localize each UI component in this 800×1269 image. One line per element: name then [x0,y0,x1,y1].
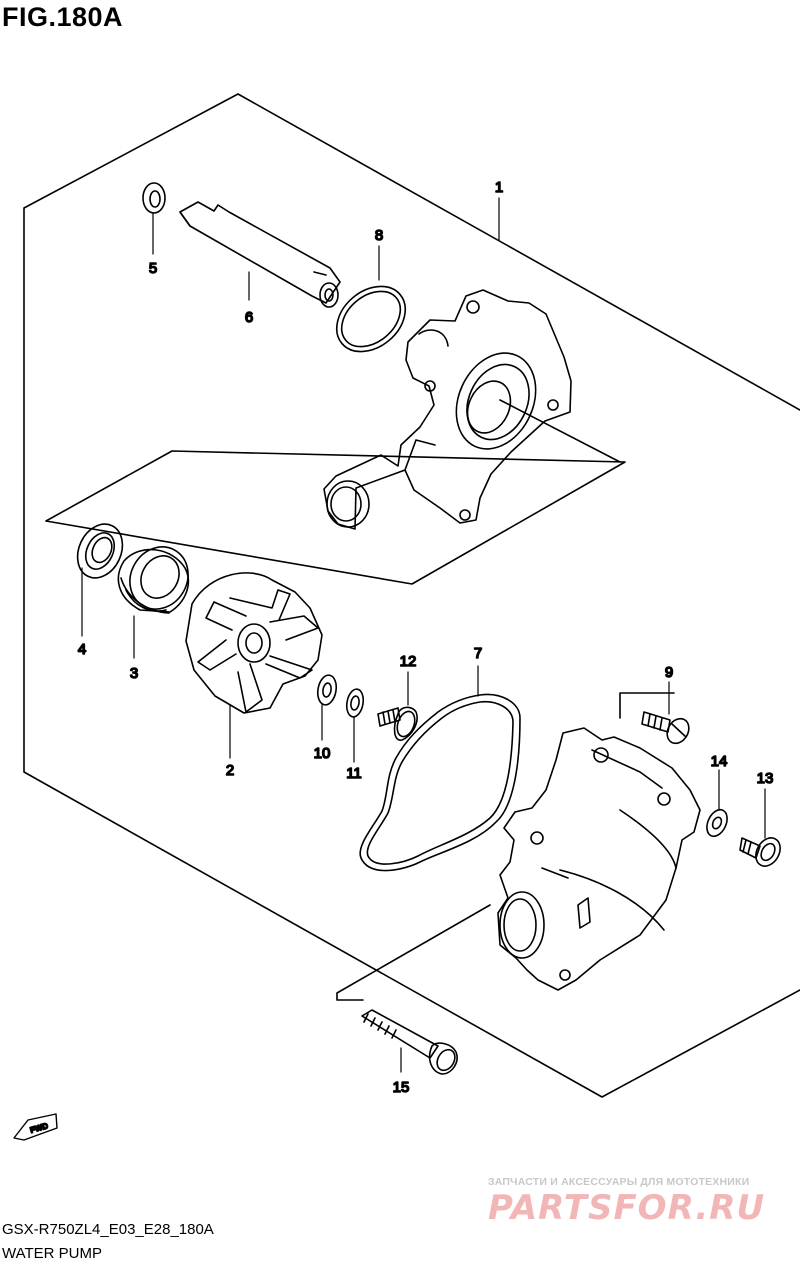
bolt-part-12 [377,706,418,741]
bolt-part-15 [361,1009,458,1075]
washer-part-11 [345,688,365,718]
part-label-5: 5 [149,260,157,277]
part-label-13: 13 [757,770,774,787]
part-label-15: 15 [393,1079,410,1096]
bolt-part-9 [641,711,690,745]
part-label-14: 14 [711,753,728,770]
part-label-9: 9 [665,664,673,681]
part-label-11: 11 [346,765,362,782]
housing-group-outline [45,450,626,585]
part-label-4: 4 [78,641,86,658]
gasket-part-7-inner [366,700,514,865]
mechanical-seal-part-3 [117,546,190,614]
pump-cover [497,727,701,991]
part-label-8: 8 [375,227,383,244]
bolt-part-13 [739,837,781,867]
assembly-outline [23,93,800,1098]
watermark-tagline: ЗАПЧАСТИ И АКСЕССУАРЫ ДЛЯ МОТОТЕХНИКИ [488,1176,750,1188]
assembly-name: WATER PUMP [2,1245,102,1262]
part-label-7: 7 [474,645,482,662]
impeller-part-2 [185,572,323,714]
part-label-1: 1 [495,179,503,196]
part-label-10: 10 [314,745,331,762]
washer-part-14 [706,808,728,838]
part-label-2: 2 [226,762,234,779]
gasket-part-7 [359,693,521,872]
o-ring-part-8 [335,285,407,353]
part-label-12: 12 [400,653,417,670]
part-label-3: 3 [130,665,138,682]
washer-part-5 [142,182,166,214]
washer-part-10 [316,674,338,706]
leader-lines [81,197,766,1073]
oil-seal-part-4 [76,523,124,579]
watermark-logo: PARTSFOR.RU [488,1188,766,1228]
figure-title: FIG.180A [2,2,124,32]
pump-housing-part-1 [323,289,621,530]
shaft-part-6 [179,201,341,308]
model-code: GSX-R750ZL4_E03_E28_180A [2,1221,214,1238]
cover-group-outline [336,692,675,1001]
part-label-6: 6 [245,309,253,326]
forward-direction-arrow-icon: FWD [13,1113,58,1141]
